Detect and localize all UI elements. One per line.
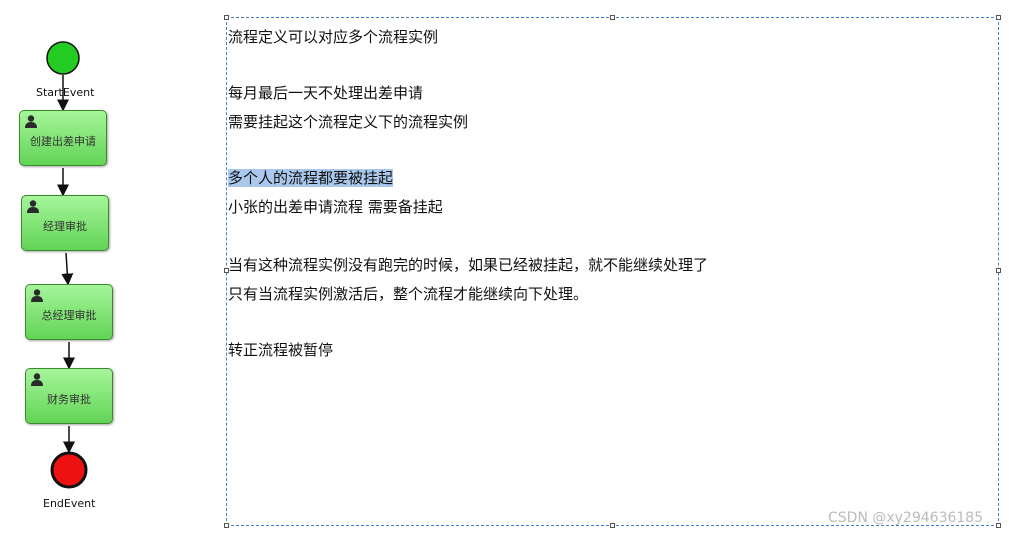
resize-handle[interactable] (224, 268, 229, 273)
end-event-label: EndEvent (43, 497, 96, 510)
user-icon (27, 200, 39, 213)
note-line: 流程定义可以对应多个流程实例 (228, 28, 439, 46)
task-finance-approval[interactable]: 财务审批 (25, 368, 113, 424)
task-label: 财务审批 (47, 393, 91, 406)
note-line: 需要挂起这个流程定义下的流程实例 (228, 113, 469, 131)
task-create-trip-request[interactable]: 创建出差申请 (19, 110, 107, 166)
task-label: 创建出差申请 (30, 135, 96, 148)
start-event-circle (46, 41, 80, 75)
selection-highlight: 多个人的流程都要被挂起 (228, 169, 394, 187)
watermark: CSDN @xy294636185 (828, 510, 984, 526)
task-manager-approval[interactable]: 经理审批 (21, 195, 109, 251)
note-line: 当有这种流程实例没有跑完的时候，如果已经被挂起，就不能继续处理了 (228, 256, 709, 274)
user-icon (25, 115, 37, 128)
note-line-highlighted: 多个人的流程都要被挂起 (228, 168, 394, 188)
task-label: 经理审批 (43, 220, 87, 233)
start-event-label: StartEvent (36, 86, 95, 99)
resize-handle[interactable] (224, 523, 229, 528)
note-line: 转正流程被暂停 (228, 341, 334, 359)
task-general-manager-approval[interactable]: 总经理审批 (25, 284, 113, 340)
flow-arrow (61, 252, 74, 286)
flow-connectors (46, 41, 88, 489)
resize-handle[interactable] (610, 15, 615, 20)
end-event-circle (50, 451, 88, 489)
resize-handle[interactable] (996, 268, 1001, 273)
resize-handle[interactable] (224, 15, 229, 20)
notes-textbox[interactable] (224, 15, 1001, 528)
resize-handle[interactable] (610, 523, 615, 528)
note-line: 每月最后一天不处理出差申请 (228, 84, 424, 102)
process-diagram: StartEvent EndEvent 创建出差申请 经理审批 总经理审批 财务… (0, 0, 200, 538)
note-line: 小张的出差申请流程 需要备挂起 (228, 198, 443, 216)
user-icon (31, 289, 43, 302)
note-line: 只有当流程实例激活后，整个流程才能继续向下处理。 (228, 285, 589, 303)
resize-handle[interactable] (996, 15, 1001, 20)
task-label: 总经理审批 (41, 309, 97, 322)
user-icon (31, 373, 43, 386)
resize-handle[interactable] (996, 523, 1001, 528)
